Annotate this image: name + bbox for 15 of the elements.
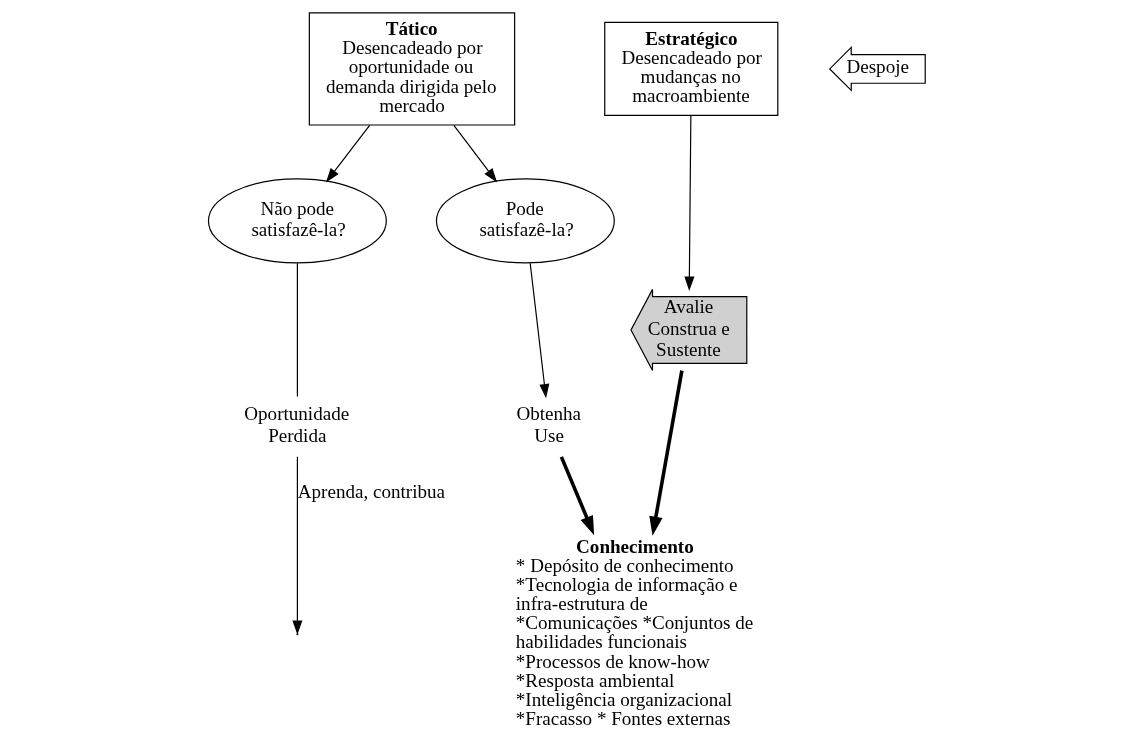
connector bbox=[296, 262, 298, 398]
edge-label: Aprenda, contribua bbox=[297, 481, 446, 503]
arrow bbox=[684, 115, 695, 291]
node-text: Conhecimento * Depósito de conhecimento *Tecnologia de informação e infra-estrutura de *Comunicações *Conjuntos de habilidades funcionais *Processos de know-how *Resposta ambiental *Inteligência organizacional *Fracasso * Fontes externas bbox=[515, 535, 754, 729]
node-text: Oportunidade Perdida bbox=[244, 403, 350, 446]
arrow bbox=[325, 124, 371, 183]
arrow bbox=[529, 262, 550, 399]
node-ellipse: Pode satisfazê-la? bbox=[435, 178, 615, 264]
arrow bbox=[649, 370, 684, 536]
node-box: Tático Desencadeado por oportunidade ou demanda dirigida pelo mercado bbox=[308, 12, 516, 126]
node-text: Obtenha Use bbox=[516, 403, 582, 446]
arrow bbox=[559, 456, 595, 536]
arrow bbox=[453, 124, 498, 183]
node-ellipse: Não pode satisfazê-la? bbox=[207, 178, 387, 264]
node-box: Estratégico Desencadeado por mudanças no macroambiente bbox=[604, 21, 779, 117]
